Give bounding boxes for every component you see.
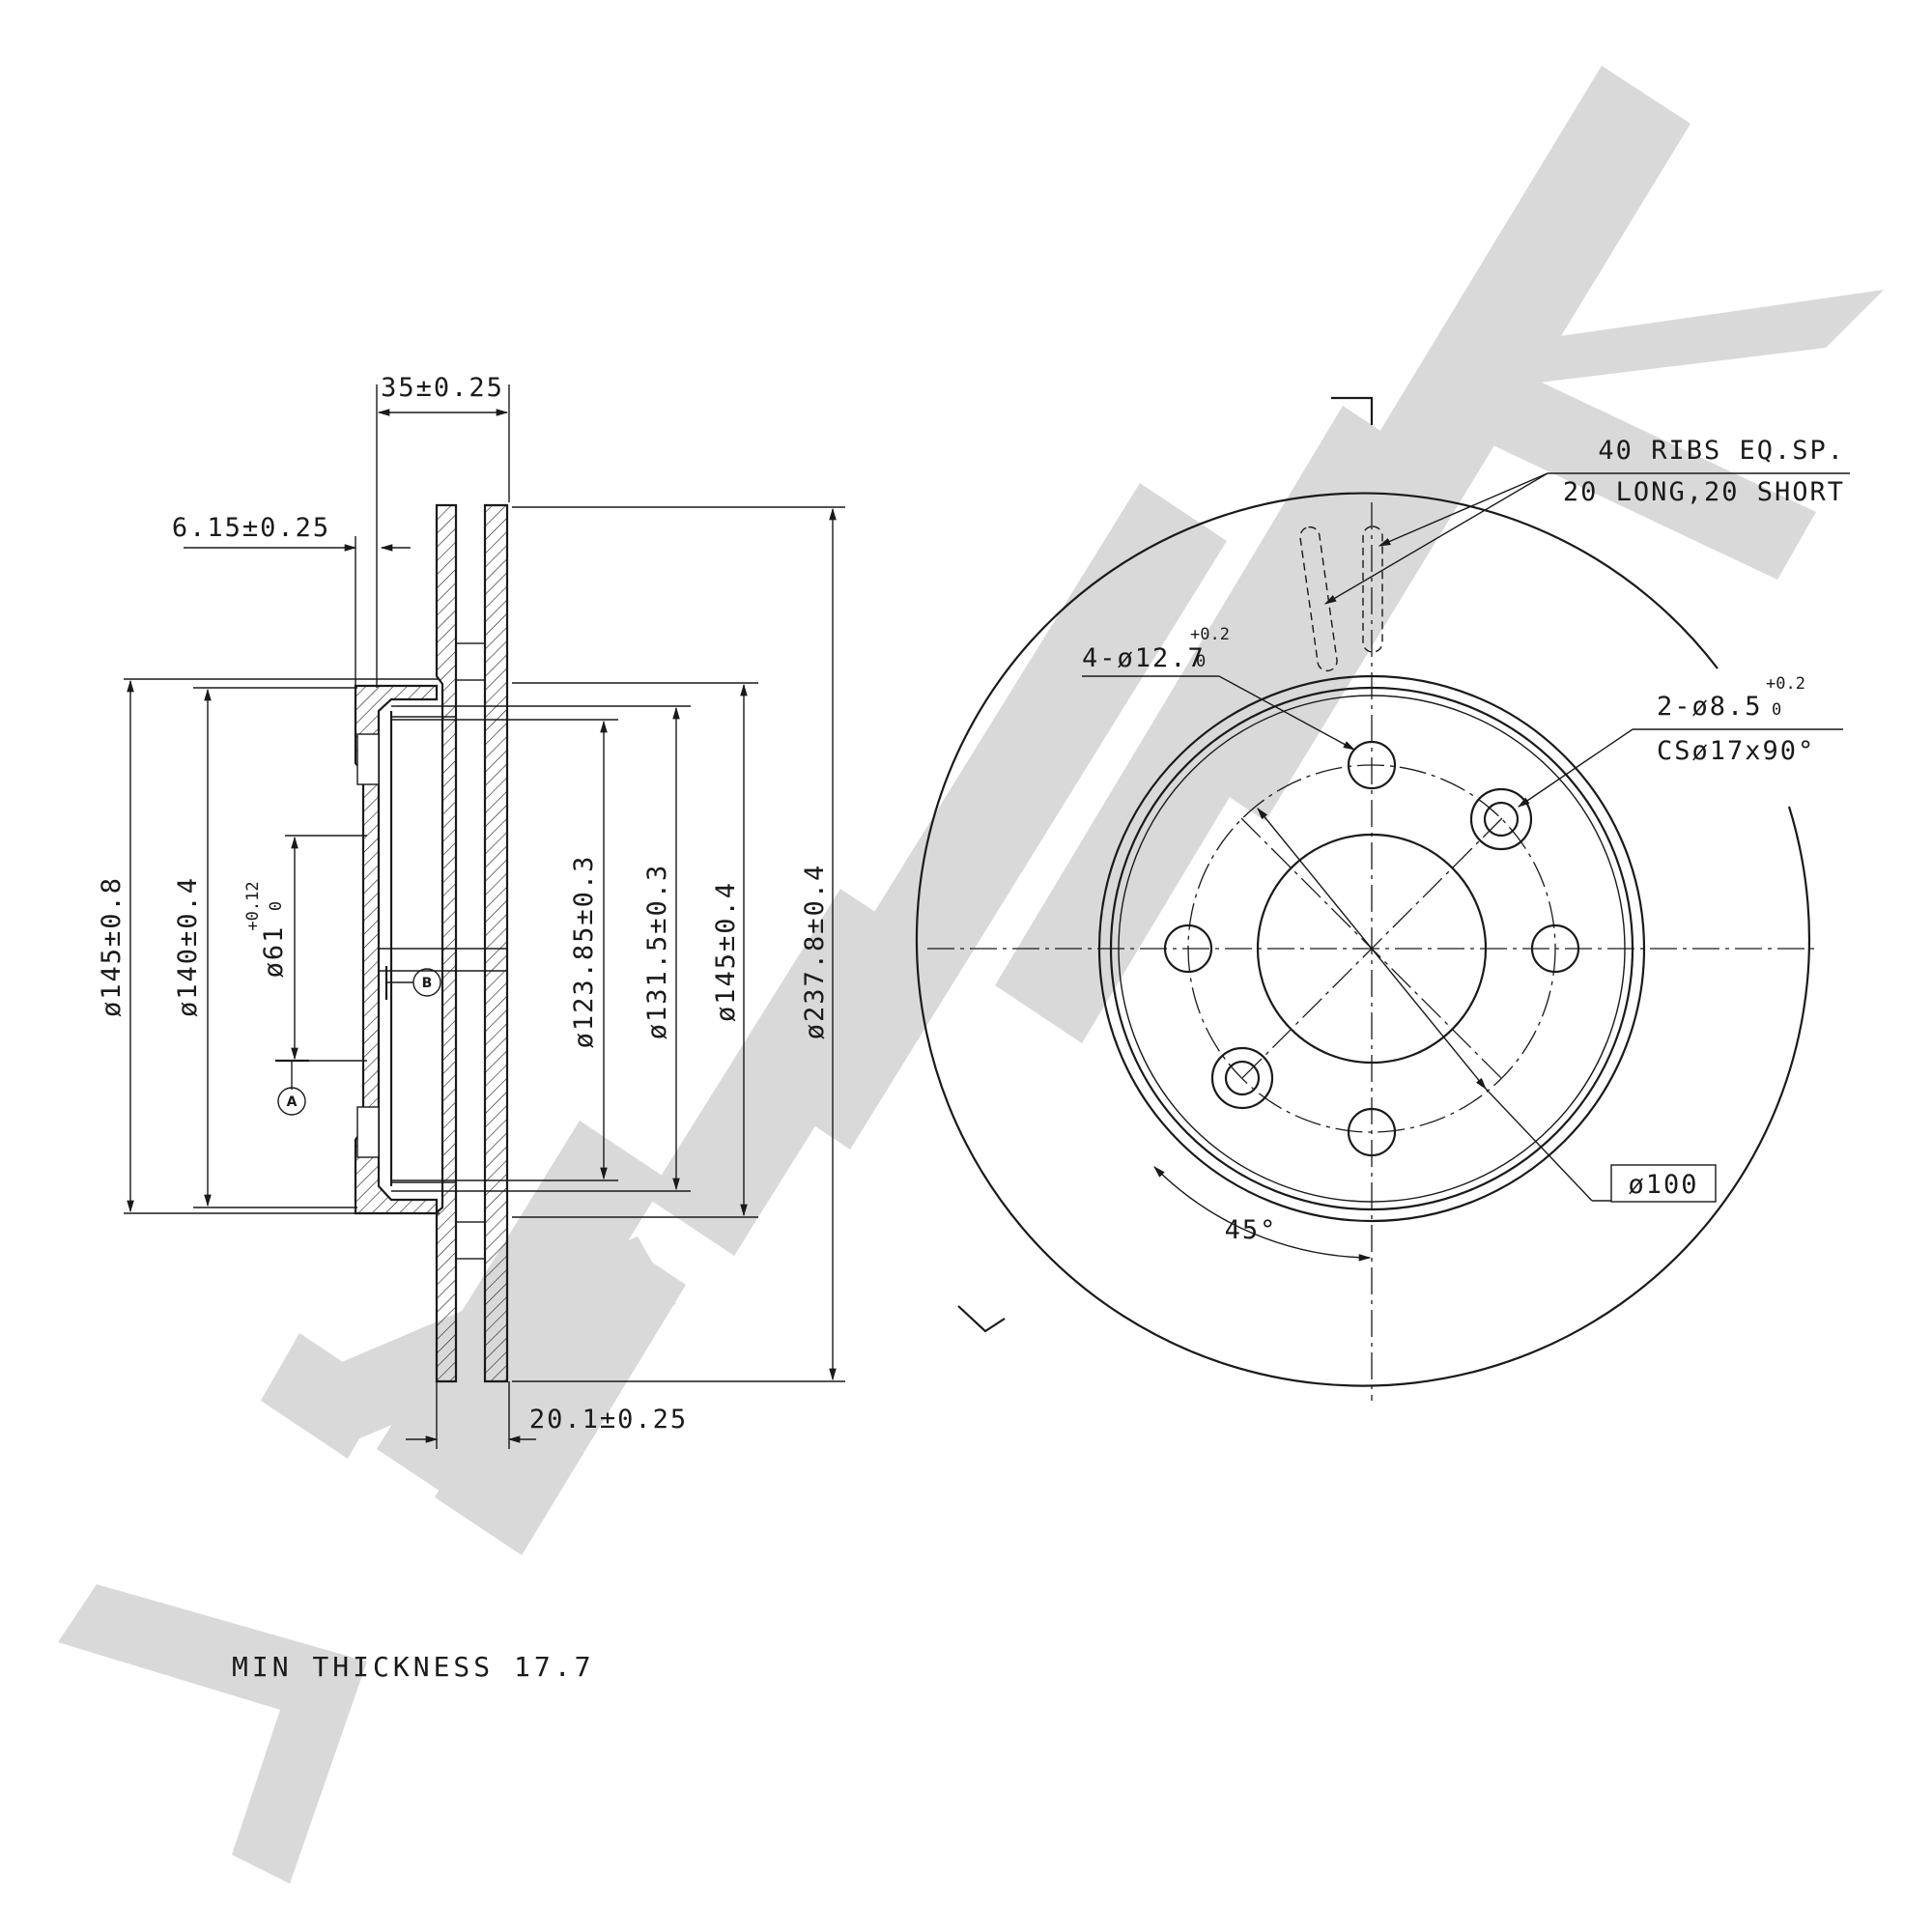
ribs-length-label: 20 LONG,20 SHORT xyxy=(1563,477,1845,507)
inner-145-diameter-dimension: ø145±0.4 xyxy=(711,881,741,1022)
watermark-logo xyxy=(58,66,1884,1884)
diameter-61-tolerance-upper: +0.12 xyxy=(243,881,263,930)
angle-label: 45° xyxy=(1225,1215,1278,1245)
bolt-holes-tolerance-upper: +0.2 xyxy=(1190,625,1230,644)
small-holes-label: 2-ø8.5 xyxy=(1657,692,1763,722)
small-holes-tolerance-upper: +0.2 xyxy=(1766,674,1805,694)
front-view: 40 RIBS EQ.SP. 20 LONG,20 SHORT 4-ø12.7 … xyxy=(915,396,1850,1401)
hub-height-dimension: 35±0.25 xyxy=(381,373,504,403)
diameter-131-5-dimension: ø131.5±0.3 xyxy=(642,864,672,1040)
ribs-count-label: 40 RIBS EQ.SP. xyxy=(1598,436,1845,466)
diameter-61-tolerance-lower: 0 xyxy=(267,901,286,911)
small-holes-tolerance-lower: 0 xyxy=(1772,700,1781,720)
bolt-holes-tolerance-lower: 0 xyxy=(1196,652,1206,671)
datum-b-label: B xyxy=(422,976,433,991)
diameter-123-85-dimension: ø123.85±0.3 xyxy=(569,855,599,1049)
min-thickness-note: MIN THICKNESS 17.7 xyxy=(232,1651,594,1683)
diameter-237-8-dimension: ø237.8±0.4 xyxy=(800,864,830,1040)
diameter-61-dimension: ø61 xyxy=(259,925,289,979)
total-thickness-dimension: 20.1±0.25 xyxy=(529,1405,688,1435)
side-view: A B 35±0.25 6.15±0.25 20.1±0.25 ø145±0.8… xyxy=(97,373,845,1449)
countersink-label: CSø17x90° xyxy=(1657,736,1815,766)
diameter-140-dimension: ø140±0.4 xyxy=(173,876,203,1017)
pcd-label: ø100 xyxy=(1628,1170,1698,1200)
bolt-holes-label: 4-ø12.7 xyxy=(1082,643,1206,673)
outer-145-diameter-dimension: ø145±0.8 xyxy=(97,876,127,1017)
datum-a-label: A xyxy=(287,1094,298,1110)
hat-offset-dimension: 6.15±0.25 xyxy=(172,513,330,543)
